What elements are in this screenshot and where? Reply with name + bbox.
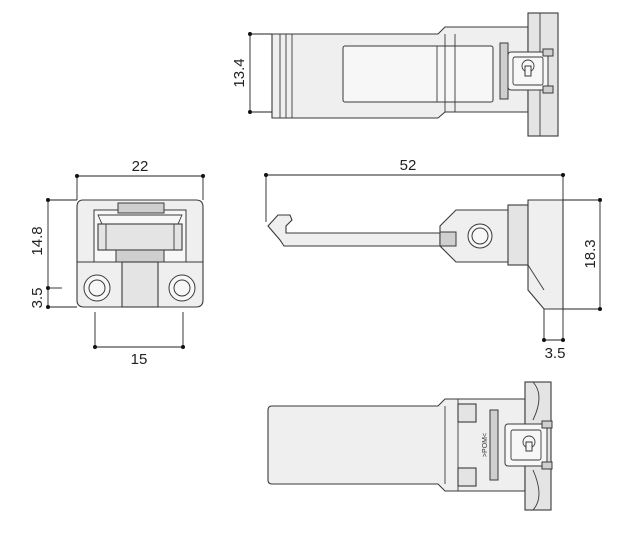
dim-front-hole-offset: 3.5 xyxy=(29,288,46,309)
dim-front-width: 22 xyxy=(132,158,149,175)
top-view: 13.4 xyxy=(231,12,559,137)
dim-front-height: 14.8 xyxy=(29,226,46,255)
dim-side-offset: 3.5 xyxy=(545,345,566,362)
bottom-view: >POM< xyxy=(267,381,553,511)
material-label: >POM< xyxy=(482,433,489,457)
dim-side-length: 52 xyxy=(400,157,417,174)
dim-top-height: 13.4 xyxy=(231,58,248,87)
front-view: 22 14.8 3.5 15 xyxy=(29,158,205,368)
dim-side-height: 18.3 xyxy=(582,239,599,268)
dim-front-hole-spacing: 15 xyxy=(131,351,148,368)
side-view: 52 18.3 3.5 xyxy=(264,157,602,362)
